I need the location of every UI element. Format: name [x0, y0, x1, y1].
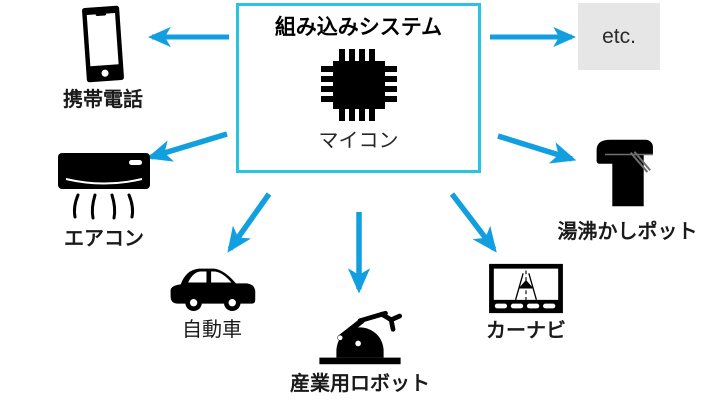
node-label-electric-kettle: 湯沸かしポット [557, 221, 698, 243]
node-automobile: 自動車 [152, 262, 272, 341]
embedded-system-title: 組み込みシステム [274, 16, 443, 39]
electric-kettle-icon [592, 130, 664, 216]
etc-box: etc. [578, 3, 660, 70]
microchip-icon [316, 49, 402, 121]
node-electric-kettle: 湯沸かしポット [540, 130, 715, 243]
arrow-to-car-navigation [449, 192, 497, 253]
node-label-mobile-phone: 携帯電話 [63, 89, 143, 111]
car-navigation-icon [487, 262, 565, 315]
node-label-industrial-robot: 産業用ロボット [290, 373, 430, 395]
smartphone-icon [72, 4, 134, 84]
node-mobile-phone: 携帯電話 [42, 4, 164, 111]
node-label-air-conditioner: エアコン [64, 228, 144, 250]
industrial-robot-icon [308, 300, 412, 368]
node-car-navigation: カーナビ [466, 262, 586, 342]
node-industrial-robot: 産業用ロボット [282, 300, 438, 395]
node-label-automobile: 自動車 [182, 319, 242, 341]
node-air-conditioner: エアコン [40, 145, 168, 250]
etc-label: etc. [602, 24, 636, 48]
microcontroller-label: マイコン [318, 130, 399, 152]
arrow-to-car [227, 192, 272, 253]
node-label-car-navigation: カーナビ [486, 320, 566, 342]
air-conditioner-icon [54, 145, 154, 223]
embedded-system-box: 組み込みシステム [236, 3, 481, 173]
car-icon [166, 262, 258, 314]
